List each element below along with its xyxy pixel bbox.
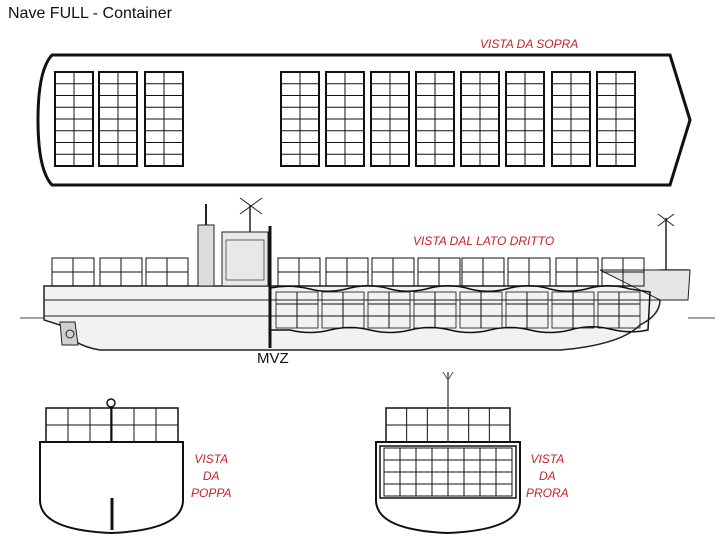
- side-deck-stacks: [51, 257, 645, 287]
- side-hull: [43, 269, 689, 351]
- stern-deck-containers: [45, 407, 179, 443]
- top-bay-7: [415, 71, 455, 167]
- bow-hull: [375, 441, 521, 535]
- mvz-label: MVZ: [257, 350, 289, 367]
- rudder: [59, 321, 79, 346]
- deck-stack-fwd-1: [277, 257, 321, 287]
- side-view-label: VISTA DAL LATO DRITTO: [413, 234, 555, 248]
- deck-stack-fwd-2: [325, 257, 369, 287]
- top-view: [36, 53, 692, 187]
- top-view-label: VISTA DA SOPRA: [480, 37, 579, 51]
- top-bay-11: [596, 71, 636, 167]
- top-bay-10: [551, 71, 591, 167]
- hold-stack-5: [459, 291, 503, 329]
- top-bay-6: [370, 71, 410, 167]
- top-bay-1: [54, 71, 94, 167]
- stern-container-grid: [45, 407, 179, 443]
- funnel: [197, 224, 215, 287]
- bow-view: [375, 371, 521, 535]
- top-bay-9: [505, 71, 545, 167]
- side-view: [20, 197, 715, 351]
- deck-stack-fwd-6: [507, 257, 551, 287]
- top-bay-3: [144, 71, 184, 167]
- bow-view-label: VISTA DA PRORA: [526, 452, 569, 500]
- stern-view: [39, 398, 184, 535]
- top-bay-8: [460, 71, 500, 167]
- deck-stack-fwd-7: [555, 257, 599, 287]
- hold-stack-3: [367, 291, 411, 329]
- deck-stack-fwd-5: [461, 257, 505, 287]
- top-bay-4: [280, 71, 320, 167]
- deck-stack-aft-3: [145, 257, 189, 287]
- bow-hold-containers: [383, 447, 513, 497]
- page-title: Nave FULL - Container: [8, 5, 172, 22]
- deck-stack-fwd-3: [371, 257, 415, 287]
- hold-stack-1: [275, 291, 319, 329]
- hold-outline: [269, 285, 651, 334]
- top-view-hull: [36, 53, 692, 187]
- hold-stack-6: [505, 291, 549, 329]
- top-bay-5: [325, 71, 365, 167]
- deck-stack-aft-1: [51, 257, 95, 287]
- hold-stack-7: [551, 291, 595, 329]
- deck-stack-aft-2: [99, 257, 143, 287]
- stern-view-label: VISTA DA POPPA: [191, 452, 232, 500]
- stern-hull: [39, 441, 184, 535]
- top-container-bays: [54, 71, 636, 167]
- superstructure: [221, 231, 269, 287]
- deck-stack-fwd-4: [417, 257, 461, 287]
- hold-stack-8: [597, 291, 641, 329]
- deck-stack-fwd-8: [601, 257, 645, 287]
- top-bay-2: [98, 71, 138, 167]
